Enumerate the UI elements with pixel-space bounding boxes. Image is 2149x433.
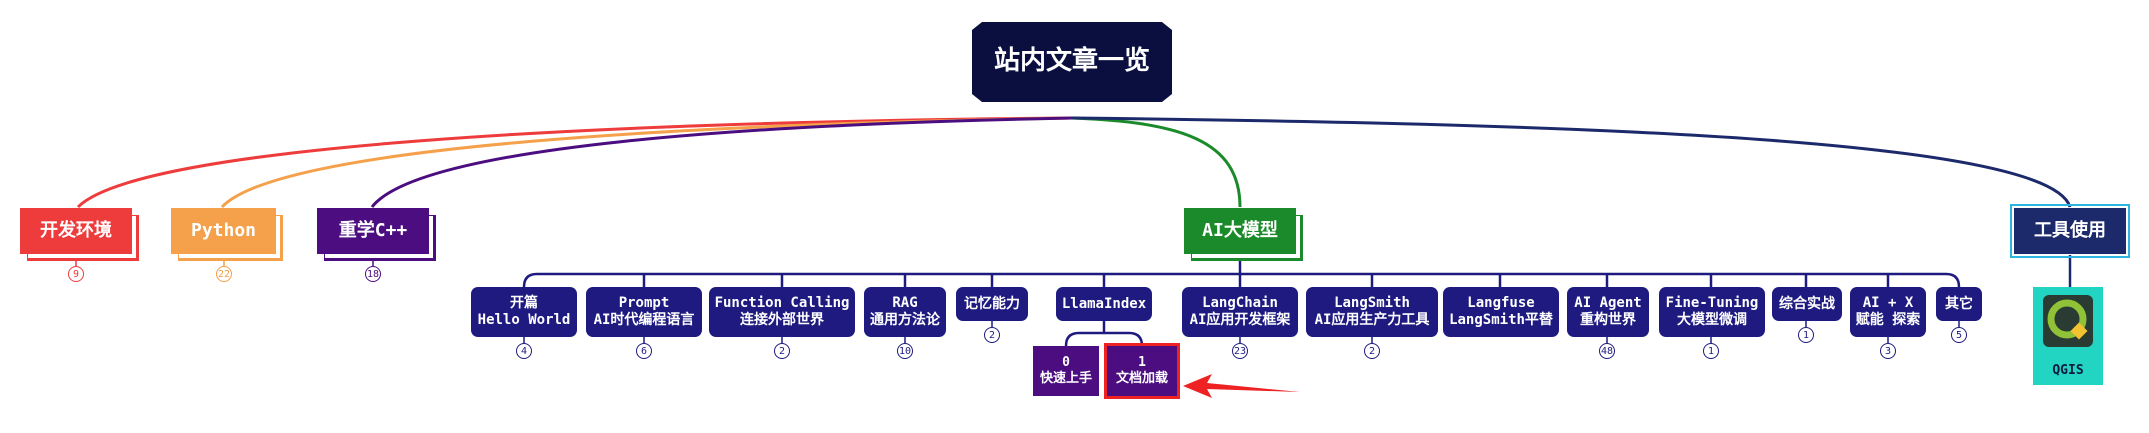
count-badge-memory: 2 [984,327,1000,343]
ai-topic-langsmith[interactable]: LangSmith AI应用生产力工具 [1306,287,1438,337]
topic-line1: RAG [892,295,918,312]
count-badge-ai-agent: 48 [1599,343,1615,359]
topic-line1: AI + X [1862,295,1914,312]
ai-topic-ai-plus-x[interactable]: AI + X 赋能 探索 [1850,287,1926,337]
topic-line2: 重构世界 [1580,312,1636,328]
topic-line2: LangSmith平替 [1449,312,1553,328]
ai-topic-prompt[interactable]: Prompt AI时代编程语言 [586,287,702,337]
topic-line1: LangSmith [1334,295,1410,312]
branch-dev [76,116,1073,209]
count-badge-cpp: 18 [365,266,381,282]
category-dev[interactable]: 开发环境 [20,208,132,254]
topic-line1: Langfuse [1467,295,1535,312]
category-ai[interactable]: AI大模型 [1184,208,1296,254]
sub-label: 文档加载 [1115,371,1168,386]
count-ticks [523,321,1960,343]
category-ai-label: AI大模型 [1202,220,1278,242]
topic-line1: LlamaIndex [1061,295,1147,312]
count-badge-practice: 1 [1798,327,1814,343]
count-badge-langchain: 23 [1232,343,1248,359]
llama-bus [1064,321,1144,347]
red-arrow-icon [1183,374,1300,398]
ai-topic-ai-agent[interactable]: AI Agent 重构世界 [1567,287,1649,337]
ai-topic-llamaindex[interactable]: LlamaIndex [1056,287,1152,321]
topic-line1: 综合实战 [1779,295,1835,312]
count-badge-hello-world: 4 [516,343,532,359]
ai-topic-practice[interactable]: 综合实战 [1772,287,1842,321]
topic-line2: 通用方法论 [870,312,940,328]
ai-drops [642,274,1890,287]
topic-line2: 赋能 探索 [1855,312,1921,328]
root-node[interactable]: 站内文章一览 [972,22,1172,102]
topic-line1: AI Agent [1574,295,1642,312]
topic-line1: Fine-Tuning [1665,295,1759,312]
category-tools-label: 工具使用 [2034,220,2106,242]
count-badge-python: 22 [216,266,232,282]
topic-line2: Hello World [477,312,571,328]
count-badge-others: 5 [1951,327,1967,343]
topic-line2: 连接外部世界 [740,312,824,328]
topic-line1: 其它 [1945,295,1973,312]
ai-topic-fine-tuning[interactable]: Fine-Tuning 大模型微调 [1659,287,1765,337]
ai-topic-rag[interactable]: RAG 通用方法论 [864,287,946,337]
category-python[interactable]: Python [171,208,276,254]
qgis-logo-icon [2043,295,2093,347]
ai-bus [522,272,1961,288]
tool-qgis[interactable]: QGIS [2033,287,2103,385]
category-dev-label: 开发环境 [40,220,112,242]
topic-line1: LangChain [1202,295,1278,312]
topic-line1: Prompt [618,295,670,312]
category-cpp-label: 重学C++ [338,220,408,242]
count-badge-function-calling: 2 [774,343,790,359]
count-badge-prompt: 6 [636,343,652,359]
count-badge-langsmith: 2 [1364,343,1380,359]
topic-line2: AI应用生产力工具 [1314,312,1430,328]
category-tools[interactable]: 工具使用 [2010,204,2130,258]
llamaindex-document-loading[interactable]: 1 文档加载 [1104,343,1180,399]
count-badge-fine-tuning: 1 [1703,343,1719,359]
ai-topic-memory[interactable]: 记忆能力 [956,287,1028,321]
topic-line1: 记忆能力 [964,295,1020,312]
sub-label: 快速上手 [1039,371,1092,386]
llamaindex-quickstart[interactable]: 0 快速上手 [1033,346,1099,396]
ai-topic-function-calling[interactable]: Function Calling 连接外部世界 [709,287,855,337]
topic-line2: AI应用开发框架 [1189,312,1291,328]
root-label: 站内文章一览 [993,46,1150,77]
tool-qgis-label: QGIS [2052,363,2084,379]
category-cpp[interactable]: 重学C++ [317,208,429,254]
ai-topic-others[interactable]: 其它 [1936,287,1982,321]
sub-num: 0 [1062,355,1070,371]
branch-tools [1071,116,2072,208]
topic-line2: AI时代编程语言 [593,312,695,328]
count-badge-rag: 10 [897,343,913,359]
branch-python [220,116,1073,209]
branch-ai [1071,116,1242,208]
category-python-label: Python [190,220,257,242]
count-badge-ai-plus-x: 3 [1880,343,1896,359]
ai-topic-hello-world[interactable]: 开篇 Hello World [471,287,577,337]
topic-line2: 大模型微调 [1677,312,1747,328]
ai-topic-langchain[interactable]: LangChain AI应用开发框架 [1182,287,1298,337]
branch-cpp [370,116,1073,208]
count-badge-dev: 9 [68,266,84,282]
sub-num: 1 [1138,355,1146,371]
topic-line1: Function Calling [714,295,850,312]
topic-line1: 开篇 [510,295,538,312]
ai-topic-langfuse[interactable]: Langfuse LangSmith平替 [1443,287,1559,337]
